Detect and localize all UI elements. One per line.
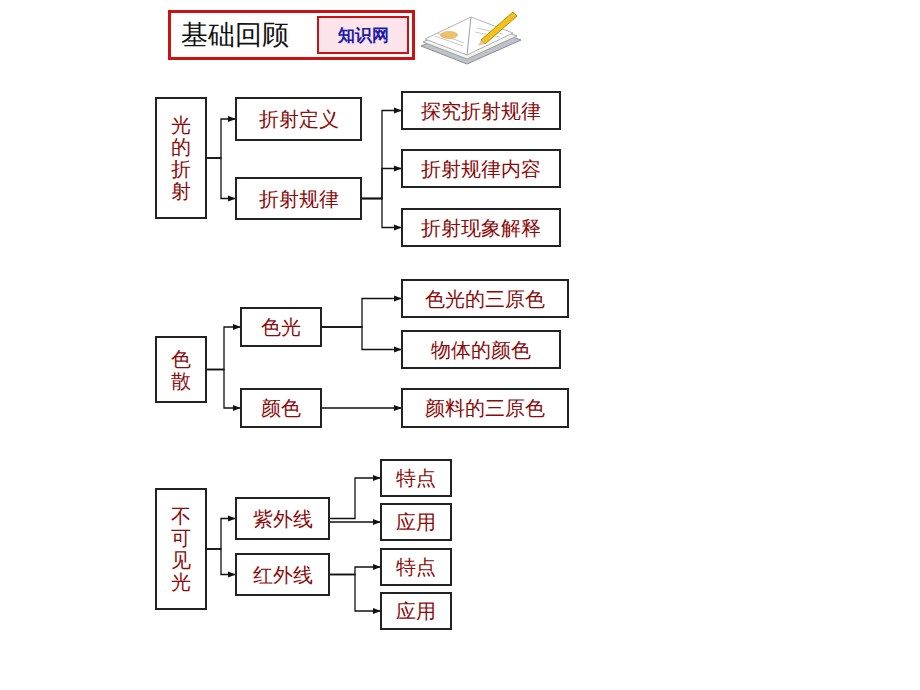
concept-box: 折射现象解释 [401,208,561,247]
arrow-connector [207,119,235,158]
concept-box: 特点 [380,548,452,586]
notebook-illustration [415,6,527,70]
arrow-connector [207,549,235,575]
concept-box: 紫外线 [235,497,330,540]
node-label: 颜料的三原色 [425,396,545,420]
node-label: 颜色 [261,396,301,420]
arrow-connector [362,199,401,228]
node-label: 折射规律 [259,187,339,211]
node-label: 光的折射 [171,114,191,202]
node-label: 紫外线 [253,507,313,531]
arrow-connector [322,327,401,350]
node-label: 基础回顾 [181,19,289,51]
arrow-connector [362,111,401,199]
arrow-connector [207,370,240,409]
concept-box: 折射定义 [235,97,362,141]
node-label: 特点 [396,466,436,490]
arrow-connector [207,158,235,199]
concept-box: 应用 [380,503,452,541]
arrow-connector [322,407,401,408]
concept-box: 应用 [380,592,452,630]
concept-box: 红外线 [235,553,330,596]
arrow-connector [330,575,380,612]
title-box: 基础回顾 知识网 [168,10,415,60]
concept-box: 探究折射规律 [401,91,561,130]
node-label: 不可见光 [171,505,191,593]
node-label: 应用 [396,510,436,534]
arrow-connector [362,169,401,199]
node-label: 应用 [396,599,436,623]
arrow-connector [330,521,380,522]
node-label: 特点 [396,555,436,579]
arrow-connector [322,299,401,328]
node-label: 折射现象解释 [421,216,541,240]
arrow-connector [207,519,235,550]
arrow-connector [330,478,380,519]
concept-box: 色光的三原色 [401,279,569,318]
concept-box: 物体的颜色 [401,330,561,369]
tag-box: 知识网 [317,16,409,54]
node-label: 红外线 [253,563,313,587]
concept-box: 折射规律内容 [401,149,561,188]
concept-box: 特点 [380,459,452,497]
node-label: 色光 [261,315,301,339]
node-label: 折射定义 [259,107,339,131]
node-label: 探究折射规律 [421,99,541,123]
node-label: 折射规律内容 [421,157,541,181]
node-label: 物体的颜色 [431,338,531,362]
concept-box: 颜料的三原色 [401,388,569,428]
arrow-connector [207,327,240,370]
concept-box: 光的折射 [155,97,207,219]
node-label: 知识网 [338,25,389,45]
node-label: 色散 [171,348,191,392]
arrow-connector [330,567,380,575]
concept-box: 色散 [155,336,207,403]
concept-box: 色光 [240,307,322,347]
concept-box: 不可见光 [155,488,207,610]
concept-box: 折射规律 [235,177,362,220]
node-label: 色光的三原色 [425,287,545,311]
concept-box: 颜色 [240,388,322,428]
